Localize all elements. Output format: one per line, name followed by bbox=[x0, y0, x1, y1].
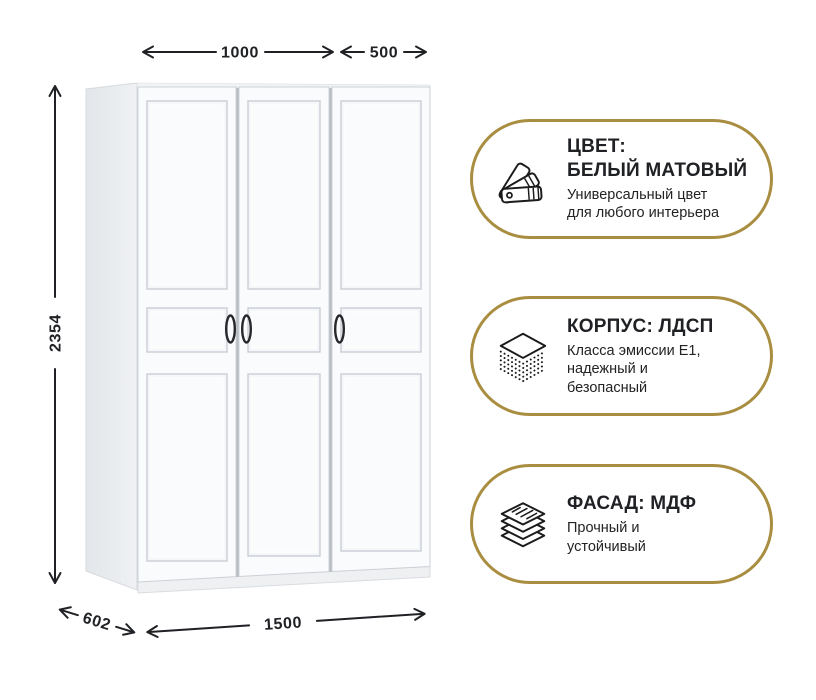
feature-title-facade: ФАСАД: МДФ bbox=[567, 493, 697, 514]
door-handle bbox=[334, 314, 346, 344]
feature-subtitle-color: Универсальный цвет для любого интерьера bbox=[567, 186, 720, 222]
dimension-width-1000: 1000 bbox=[142, 45, 334, 62]
feature-subtitle-body: Класса эмиссии Е1, надежный и безопасный bbox=[567, 342, 701, 396]
dimension-label-500: 500 bbox=[370, 45, 399, 62]
dimension-depth-602: 602 bbox=[58, 606, 136, 636]
dimension-label-2354: 2354 bbox=[48, 314, 65, 352]
feature-title-color: ЦВЕТ: БЕЛЫЙ МАТОВЫЙ bbox=[567, 136, 748, 181]
chipboard-layers-icon bbox=[494, 327, 552, 385]
wardrobe-side-panel bbox=[85, 82, 138, 591]
color-swatch-fan-icon bbox=[494, 150, 552, 208]
dimension-label-1000: 1000 bbox=[221, 45, 259, 62]
dimension-width-1500: 1500 bbox=[146, 607, 426, 638]
door-handle bbox=[240, 314, 252, 344]
wardrobe-illustration: 1000 500 2354 602 bbox=[48, 45, 431, 638]
feature-subtitle-facade: Прочный и устойчивый bbox=[567, 520, 646, 555]
stacked-sheets-icon bbox=[494, 495, 552, 553]
dimension-label-602: 602 bbox=[81, 610, 113, 635]
wardrobe-door-right bbox=[331, 86, 431, 573]
feature-title-body: КОРПУС: ЛДСП bbox=[567, 315, 714, 337]
feature-card-color: ЦВЕТ: БЕЛЫЙ МАТОВЫЙ Универсальный цвет д… bbox=[470, 119, 773, 239]
dimension-width-500: 500 bbox=[340, 45, 427, 62]
dimension-label-1500: 1500 bbox=[264, 614, 303, 633]
wardrobe-cabinet bbox=[85, 82, 431, 594]
wardrobe-door-left bbox=[137, 86, 237, 583]
feature-card-body: КОРПУС: ЛДСП Класса эмиссии Е1, надежный… bbox=[470, 296, 773, 416]
dimension-height-2354: 2354 bbox=[48, 85, 65, 584]
wardrobe-door-middle bbox=[238, 86, 330, 578]
door-handle bbox=[224, 314, 236, 344]
feature-card-facade: ФАСАД: МДФ Прочный и устойчивый bbox=[470, 464, 773, 584]
